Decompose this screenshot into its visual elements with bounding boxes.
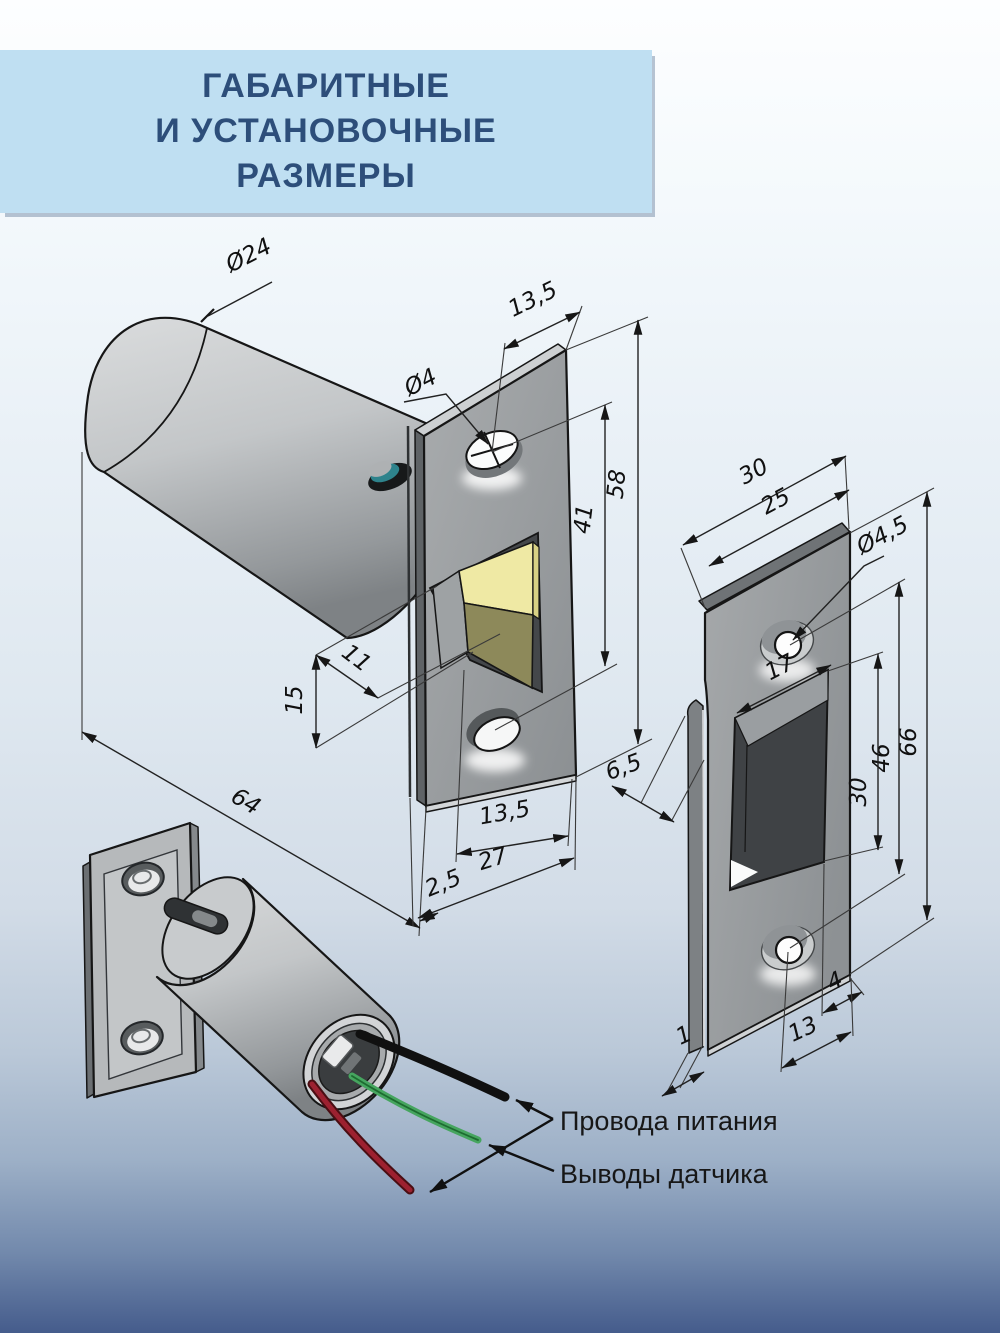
dim-width-27: 27 [475,842,511,876]
dim-bottom-13: 13 [784,1012,822,1048]
dim-width-13-5-top: 13,5 [504,277,561,323]
wire-callouts: Провода питания Выводы датчика [429,1098,778,1194]
latch-bolt [428,531,543,694]
strike-lip-highlight [702,709,705,1047]
rear-cylinder-slot [163,897,229,935]
dim-height-58: 58 [603,468,632,500]
strike-bottom-hole [760,925,816,986]
rear-plate-inset [103,849,183,1080]
rear-top-hole [121,861,165,897]
dim-thickness-2-5: 2,5 [422,865,466,903]
dim-length-64: 64 [226,783,264,820]
dim-height-41: 41 [569,503,598,535]
title-line-3: РАЗМЕРЫ [236,157,416,195]
strike-dimensions: 6,5 30 25 Ø4,5 17 66 46 30 4 13 [602,453,935,1097]
dim-height-15: 15 [282,685,308,714]
rear-bottom-hole [120,1020,164,1056]
latch-assembly-view [84,316,578,813]
bolt-bevel [532,540,540,621]
title-line-1: ГАБАРИТНЫЕ [202,67,450,105]
dim-height-66: 66 [896,727,922,756]
wire-green [348,1072,482,1144]
strike-box-white-corner [731,860,758,887]
label-power-wires: Провода питания [560,1106,778,1136]
dim-height-46: 46 [869,743,895,772]
title-banner: ГАБАРИТНЫЕ И УСТАНОВОЧНЫЕ РАЗМЕРЫ [0,50,652,213]
dim-diameter-24: Ø24 [221,233,276,278]
dim-height-30: 30 [846,777,872,806]
dim-gap-6-5: 6,5 [602,749,645,786]
strike-bottom-strip [707,974,851,1057]
faceplate-bottom-hole [465,707,525,772]
rear-latch-view [82,821,510,1195]
title-line-2: И УСТАНОВОЧНЫЕ [155,112,497,150]
dim-width-25: 25 [757,483,795,520]
dim-width-11: 11 [337,639,376,677]
dim-diameter-4-5: Ø4,5 [852,512,913,561]
bolt-bottom-face [463,602,534,690]
latch-seal [368,461,412,492]
dim-width-13-5-bottom: 13,5 [477,796,532,830]
dim-width-30: 30 [735,453,773,490]
strike-lip [686,699,704,1054]
wire-black [355,1029,510,1102]
latch-cylinder-cap-crease [103,327,208,473]
label-sensor-leads: Выводы датчика [560,1159,769,1189]
